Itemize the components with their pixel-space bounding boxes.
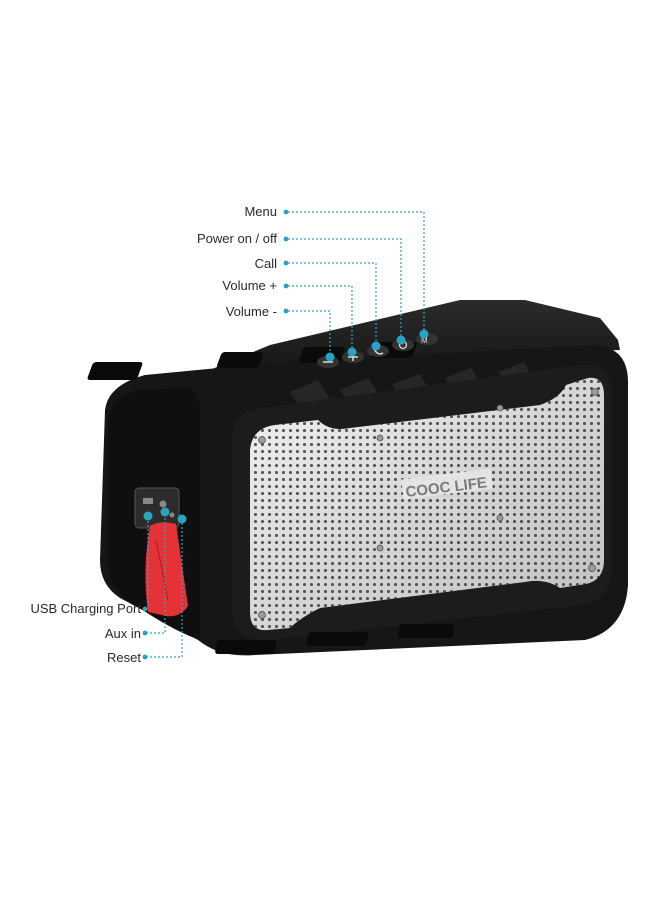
aux-port [159, 500, 167, 508]
callout-reset: Reset [107, 650, 141, 665]
side-dot-start-1 [142, 630, 148, 636]
leader-line-top-3 [288, 285, 353, 352]
leader-dot-end-0 [419, 329, 429, 339]
reset-hole [169, 512, 175, 518]
callout-volume-down: Volume - [225, 304, 277, 319]
top-leader-lines [288, 211, 425, 357]
leader-dot-start-0 [283, 209, 289, 215]
callout-volume-up: Volume + [222, 278, 277, 293]
leader-line-top-4 [288, 310, 331, 357]
port-panel [134, 487, 180, 529]
side-dot-end-2 [177, 514, 187, 524]
leader-dot-end-1 [396, 335, 406, 345]
callout-power: Power on / off [197, 231, 277, 246]
callout-aux-in: Aux in [104, 626, 141, 641]
leader-dot-end-4 [325, 352, 335, 362]
callout-usb-port: USB Charging Port [30, 601, 141, 616]
callout-menu: Menu [244, 204, 277, 219]
leader-dot-start-3 [283, 283, 289, 289]
leader-dot-start-2 [283, 260, 289, 266]
side-dot-start-0 [142, 606, 148, 612]
rubber-strap [145, 522, 188, 617]
svg-text:M: M [421, 336, 428, 345]
leader-dot-end-3 [347, 347, 357, 357]
side-dot-end-1 [160, 507, 170, 517]
leader-line-top-0 [288, 211, 425, 334]
side-dot-start-2 [142, 654, 148, 660]
leader-dot-start-1 [283, 236, 289, 242]
leader-dot-end-2 [371, 341, 381, 351]
leader-dot-start-4 [283, 308, 289, 314]
side-leader-dots [142, 507, 187, 660]
leader-line-top-1 [288, 238, 402, 340]
grille-screws [258, 388, 599, 619]
callout-call: Call [254, 256, 277, 271]
side-dot-end-0 [143, 511, 153, 521]
leader-line-top-2 [288, 262, 377, 346]
usb-port [143, 498, 153, 504]
leader-line-side-2 [146, 519, 183, 658]
top-leader-dots [283, 209, 429, 362]
